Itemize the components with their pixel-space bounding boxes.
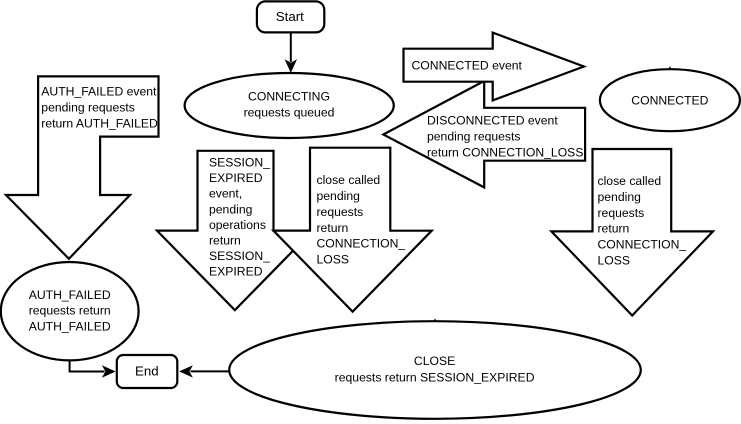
svg-text:CONNECTED: CONNECTED bbox=[631, 94, 708, 108]
svg-text:return AUTH_FAILED: return AUTH_FAILED bbox=[41, 116, 158, 130]
svg-text:pending requests: pending requests bbox=[427, 130, 521, 144]
svg-text:pending requests: pending requests bbox=[41, 101, 135, 115]
svg-text:SESSION_: SESSION_ bbox=[209, 249, 270, 263]
svg-text:DISCONNECTED event: DISCONNECTED event bbox=[427, 114, 558, 128]
svg-text:Start: Start bbox=[276, 9, 304, 24]
svg-text:close called: close called bbox=[598, 174, 662, 188]
svg-text:AUTH_FAILED event: AUTH_FAILED event bbox=[41, 85, 157, 99]
svg-text:requests: requests bbox=[598, 206, 645, 220]
svg-text:CONNECTION_: CONNECTION_ bbox=[598, 238, 687, 252]
svg-text:event,: event, bbox=[209, 187, 242, 201]
svg-text:return: return bbox=[317, 221, 349, 235]
svg-text:AUTH_FAILED: AUTH_FAILED bbox=[29, 319, 111, 333]
svg-text:requests: requests bbox=[317, 205, 364, 219]
svg-text:EXPIRED: EXPIRED bbox=[209, 171, 263, 185]
svg-text:return: return bbox=[209, 234, 241, 248]
svg-text:AUTH_FAILED: AUTH_FAILED bbox=[29, 288, 111, 302]
svg-text:return: return bbox=[598, 222, 630, 236]
svg-text:LOSS: LOSS bbox=[598, 254, 631, 268]
svg-text:End: End bbox=[135, 363, 159, 378]
svg-text:close called: close called bbox=[317, 173, 381, 187]
svg-text:EXPIRED: EXPIRED bbox=[209, 265, 263, 279]
svg-text:pending: pending bbox=[209, 202, 252, 216]
svg-text:pending: pending bbox=[317, 189, 360, 203]
svg-text:CONNECTED event: CONNECTED event bbox=[412, 58, 523, 72]
svg-text:CLOSE: CLOSE bbox=[414, 354, 455, 368]
svg-text:CONNECTING: CONNECTING bbox=[248, 90, 330, 104]
svg-text:requests return SESSION_EXPIRE: requests return SESSION_EXPIRED bbox=[335, 371, 535, 385]
svg-text:operations: operations bbox=[209, 218, 266, 232]
svg-text:requests queued: requests queued bbox=[244, 106, 335, 120]
svg-text:SESSION_: SESSION_ bbox=[209, 155, 270, 169]
svg-text:CONNECTION_: CONNECTION_ bbox=[317, 237, 406, 251]
svg-text:return CONNECTION_LOSS: return CONNECTION_LOSS bbox=[427, 145, 583, 159]
svg-text:LOSS: LOSS bbox=[317, 253, 350, 267]
svg-text:requests return: requests return bbox=[29, 304, 111, 318]
svg-text:pending: pending bbox=[598, 190, 641, 204]
